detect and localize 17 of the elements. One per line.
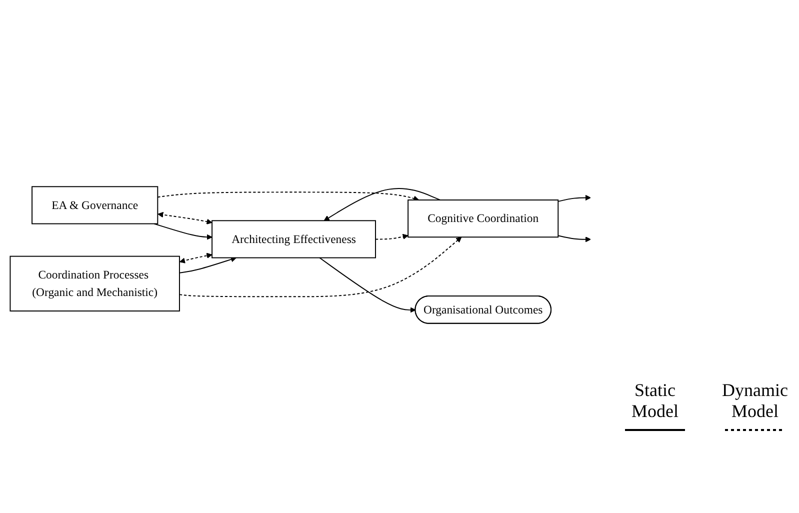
legend-text: Dynamic Model [721, 380, 789, 422]
node-box: EA & Governance [32, 186, 158, 224]
arrow [179, 236, 462, 298]
arrow [157, 192, 420, 202]
arrow [324, 188, 441, 221]
arrow [558, 235, 591, 242]
node-box: Cognitive Coordination [408, 200, 559, 238]
arrow [158, 212, 212, 224]
arrow [179, 256, 236, 274]
arrow [154, 223, 212, 240]
node-box: Coordination Processes (Organic and Mechanistic) [10, 256, 180, 312]
arrow [558, 194, 591, 202]
arrow [375, 234, 408, 240]
arrow [179, 252, 212, 264]
node-box: Architecting Effectiveness [212, 220, 376, 258]
legend-text: Static Model [630, 380, 680, 422]
arrow [319, 257, 416, 313]
